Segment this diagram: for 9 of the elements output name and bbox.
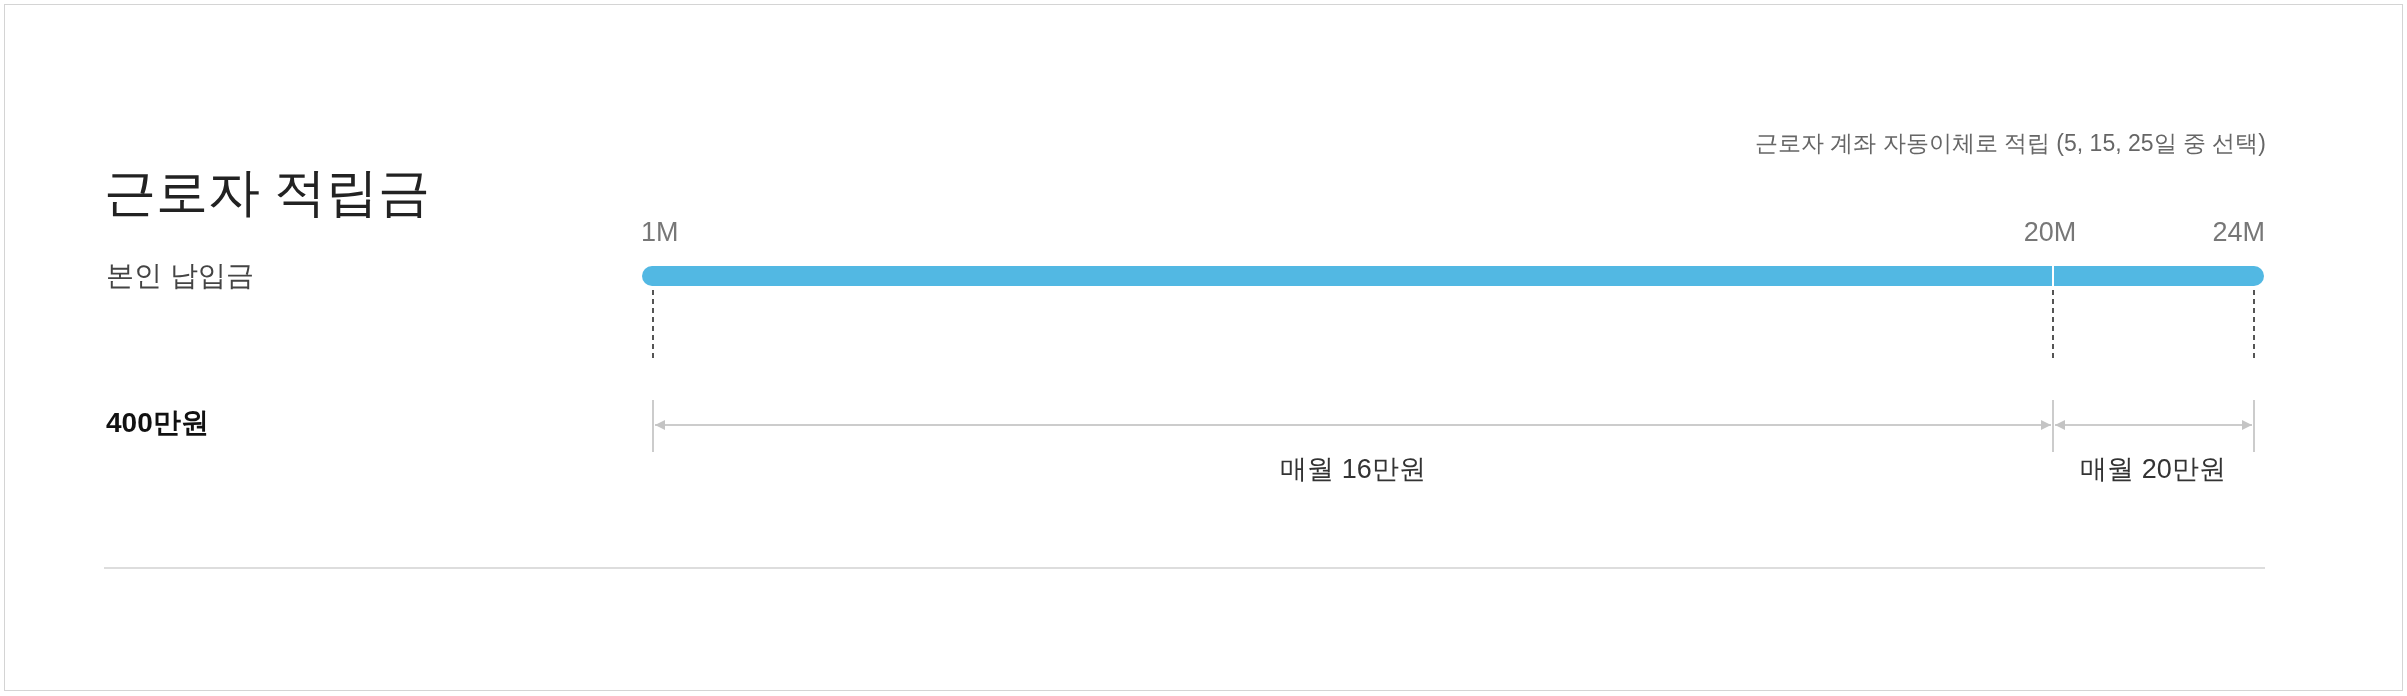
row-label: 본인 납입금 <box>106 259 254 293</box>
title: 근로자 적립금 <box>104 162 431 223</box>
tick-label: 20M <box>2023 216 2077 249</box>
period-amount-label: 매월 20만원 <box>2080 453 2226 486</box>
period-amount-label: 매월 16만원 <box>1280 453 1426 486</box>
tick-label: 1M <box>641 216 679 249</box>
tick-label: 24M <box>2212 216 2265 249</box>
amount-text: 400만원 <box>106 406 209 440</box>
note-text: 근로자 계좌 자동이체로 적립 (5, 15, 25일 중 선택) <box>1754 130 2266 158</box>
